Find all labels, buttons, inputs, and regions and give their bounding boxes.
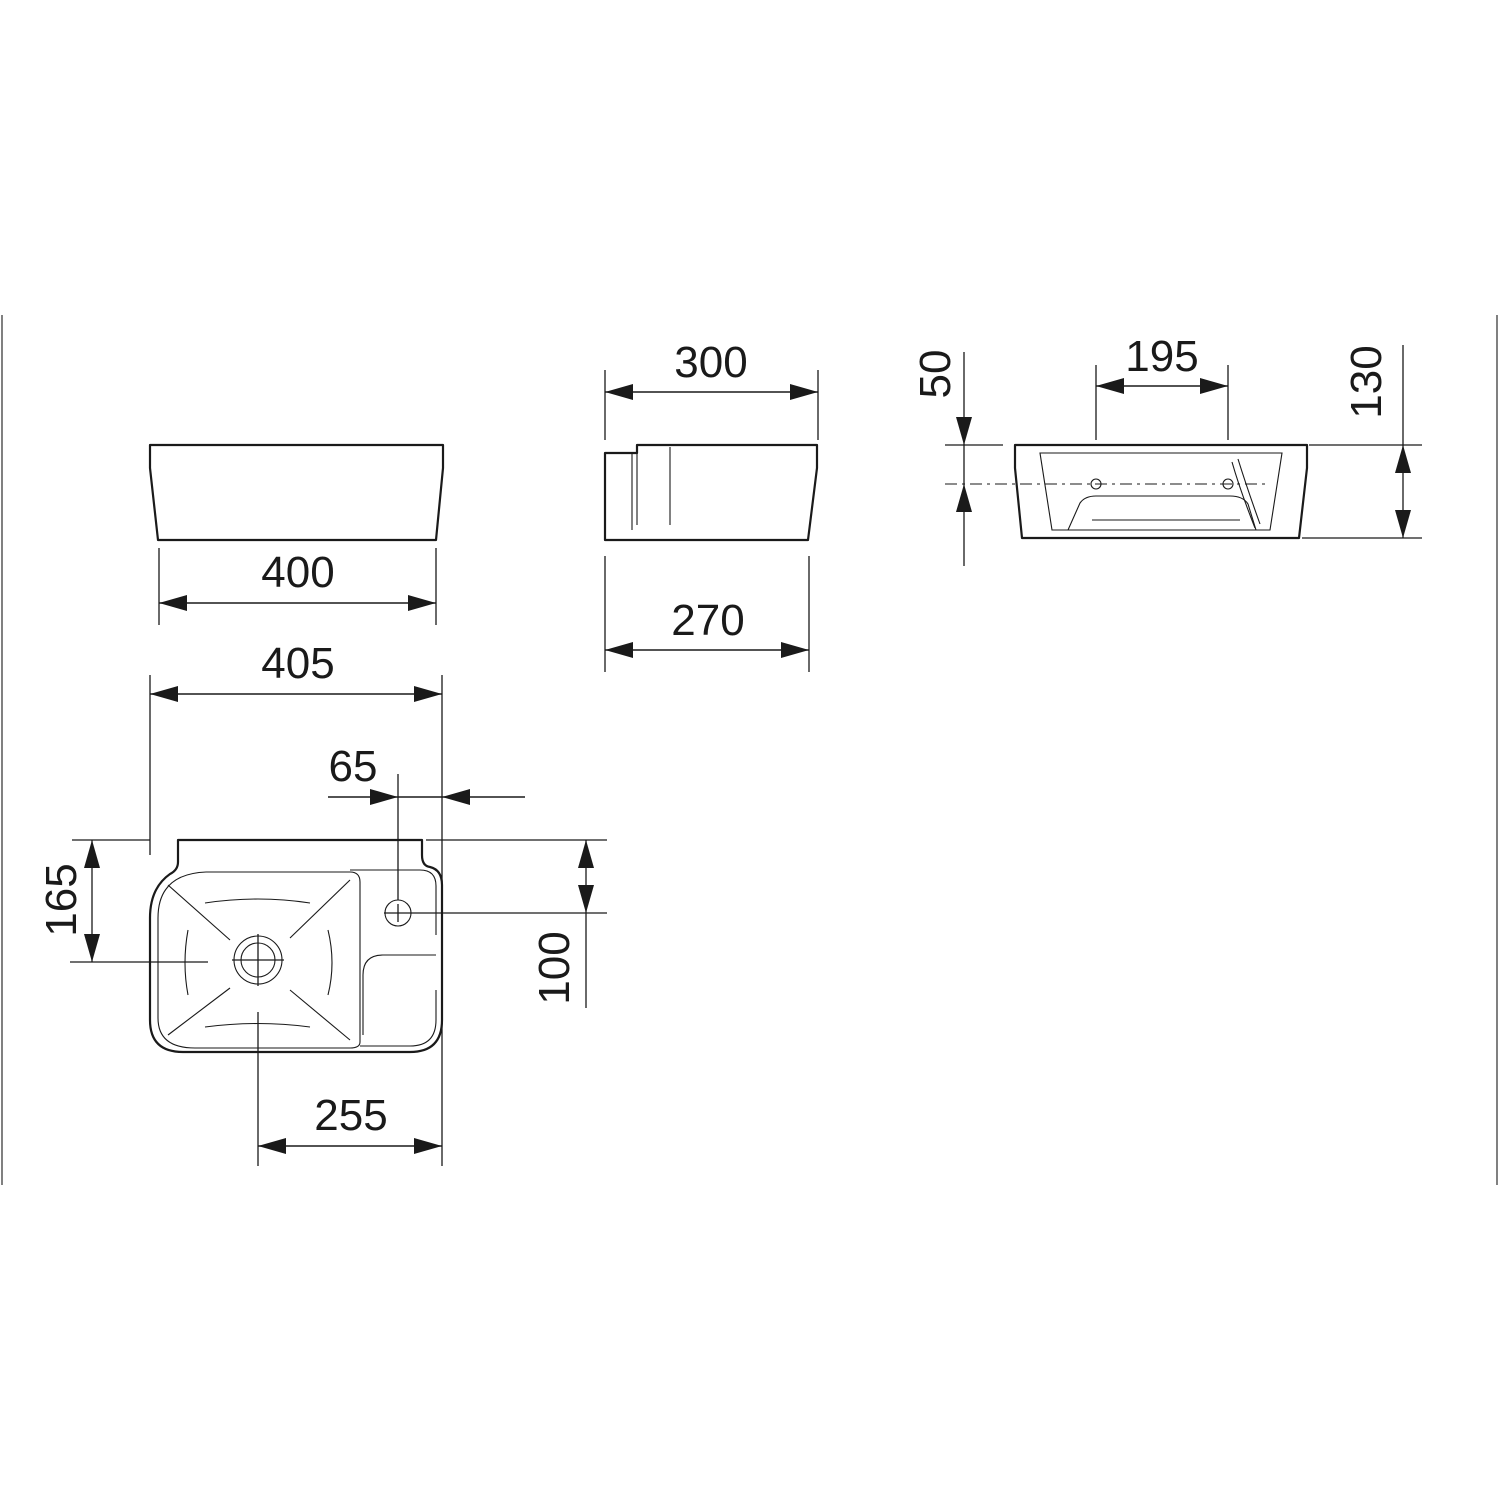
- dim-top-width: 405: [149, 639, 443, 1166]
- side-view-outline: [603, 443, 819, 542]
- front-view-outline: [148, 443, 445, 542]
- dim-side-bottom-depth: 270: [604, 556, 810, 672]
- dim-side-top-depth: 300: [604, 338, 819, 440]
- side-view: [603, 443, 819, 542]
- dim-label-65: 65: [329, 742, 378, 791]
- dim-back-total-height: 130: [1302, 345, 1422, 539]
- dim-label-50: 50: [911, 350, 960, 399]
- dim-label-270: 270: [671, 596, 744, 645]
- dim-tap-hole-offset: 100: [426, 839, 607, 1008]
- dim-drain-offset-front: 165: [37, 839, 150, 962]
- top-view-outline: [148, 838, 444, 1054]
- back-view: [945, 443, 1309, 540]
- dim-label-400: 400: [261, 548, 334, 597]
- centerlines: [70, 774, 607, 1166]
- dim-drain-offset-side: 255: [258, 1091, 442, 1154]
- dim-label-300: 300: [674, 338, 747, 387]
- dim-label-130: 130: [1342, 345, 1391, 418]
- basin-bowl: [157, 871, 361, 1049]
- dim-label-405: 405: [261, 639, 334, 688]
- back-view-outline: [1013, 443, 1309, 540]
- dim-front-width: 400: [158, 548, 437, 625]
- dim-label-165: 165: [37, 863, 86, 936]
- front-view: [148, 443, 445, 542]
- dim-label-195: 195: [1125, 332, 1198, 381]
- dim-tap-offset: 65: [328, 742, 525, 805]
- dim-label-100: 100: [530, 931, 579, 1004]
- dim-label-255: 255: [314, 1091, 387, 1140]
- dim-back-hole-spacing: 195: [1095, 332, 1229, 440]
- dim-back-hole-height: 50: [911, 350, 1003, 566]
